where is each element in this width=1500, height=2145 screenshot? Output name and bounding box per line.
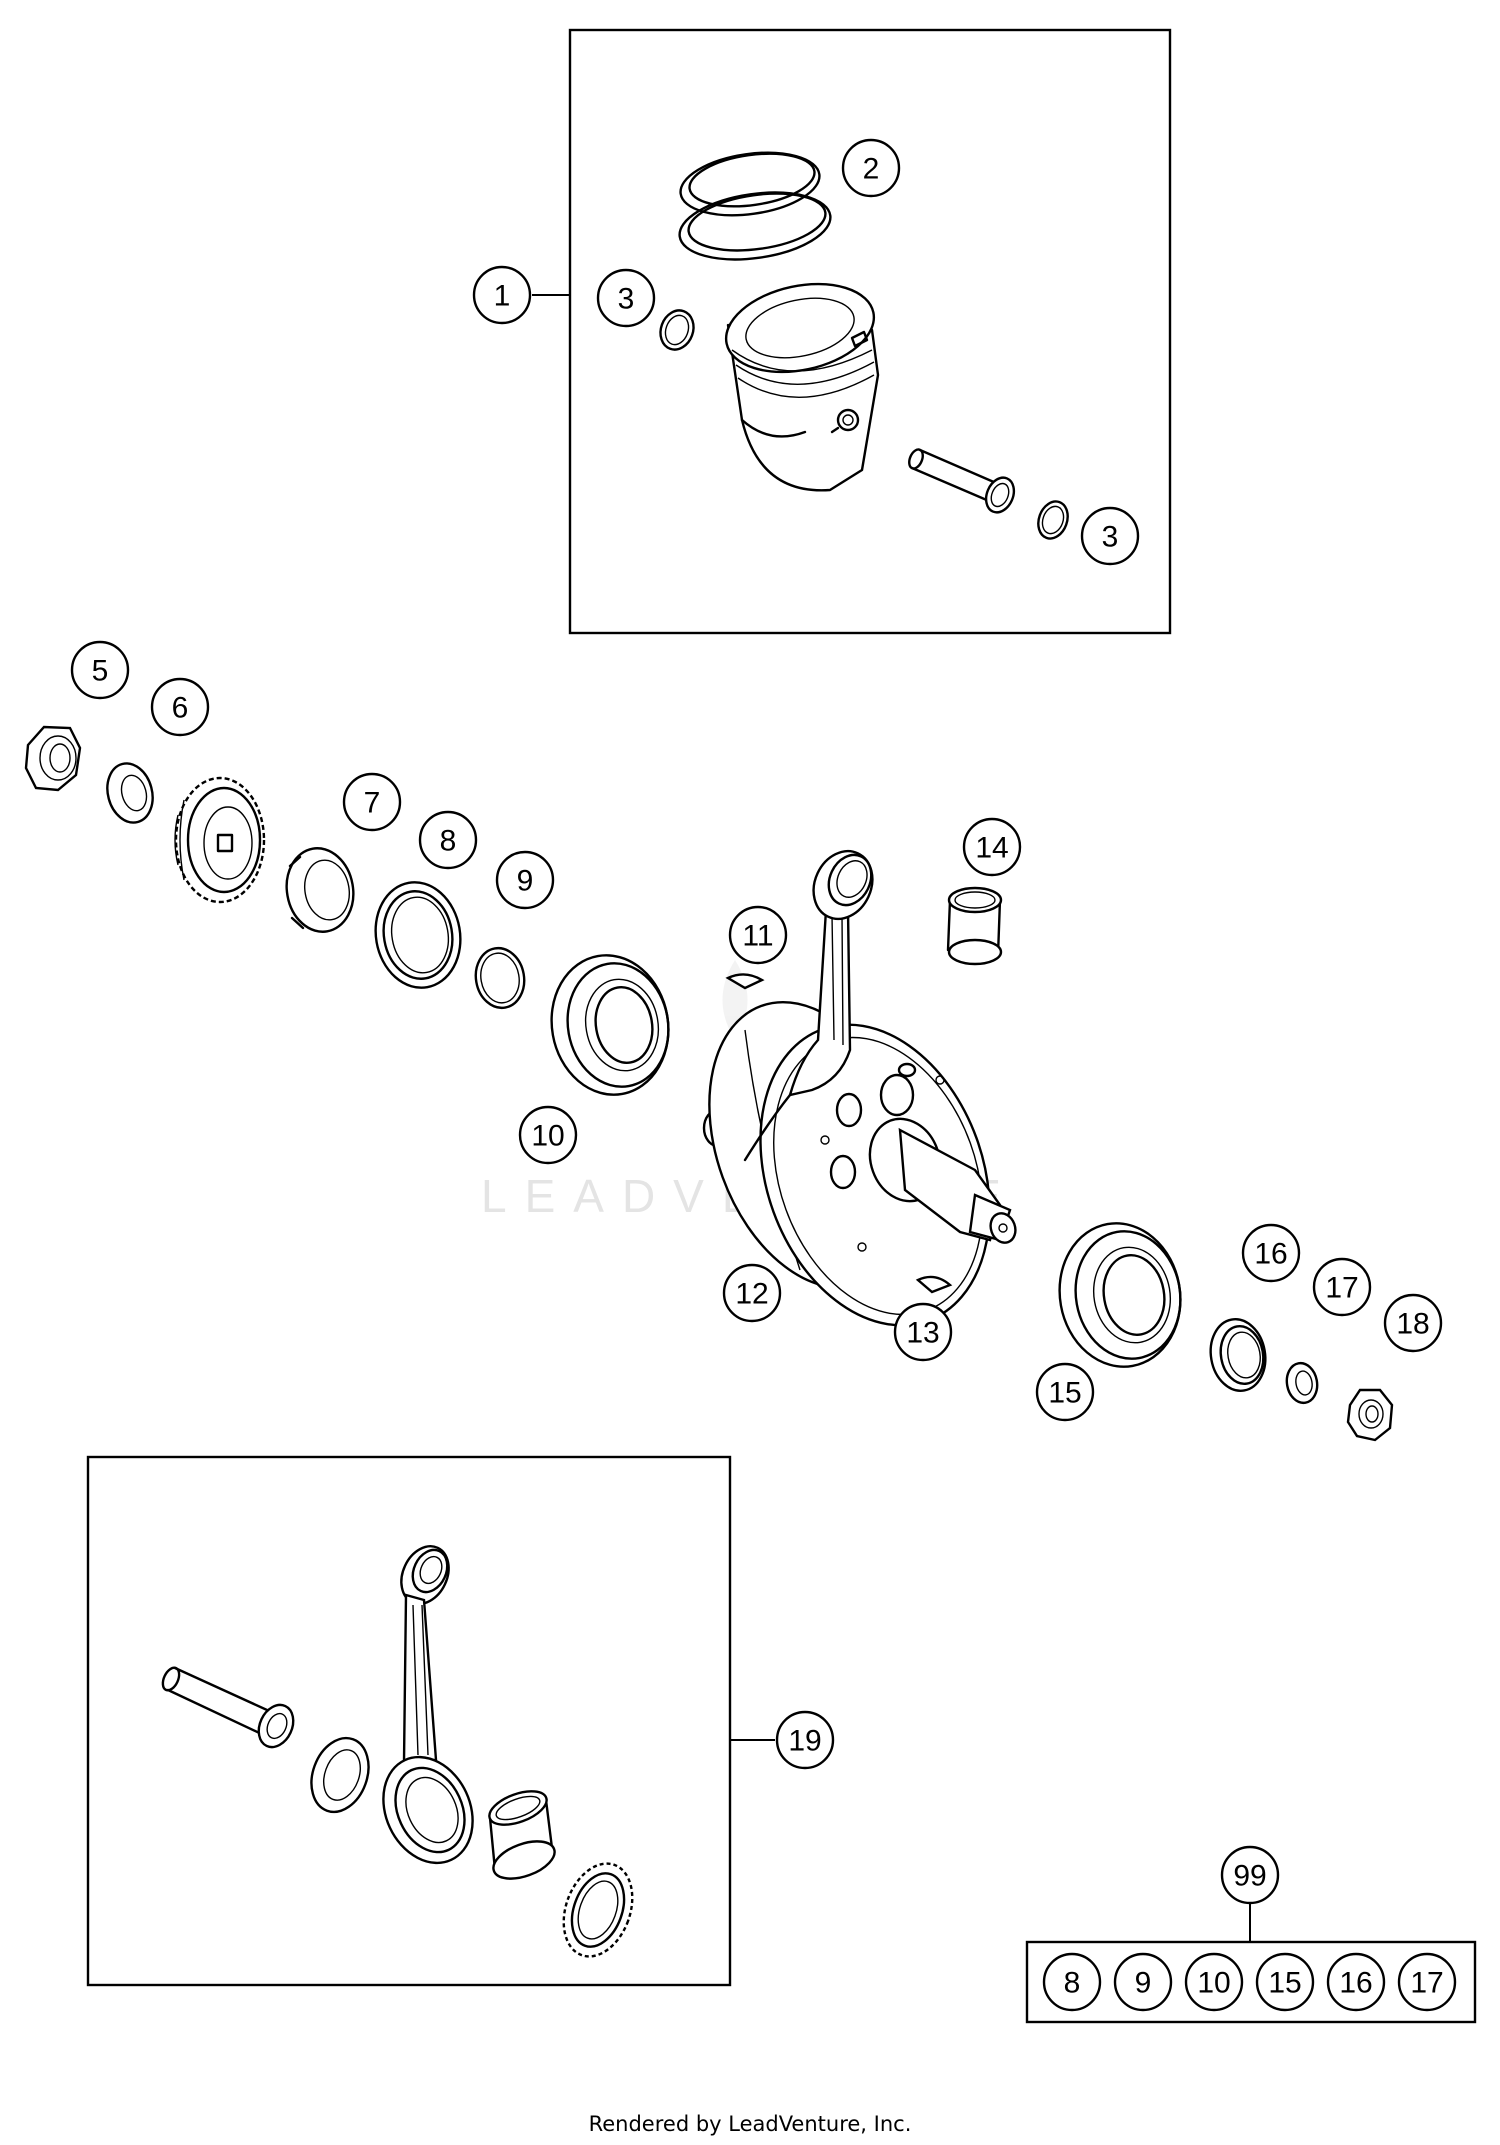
callout-19[interactable]: 19 <box>775 1710 835 1770</box>
primary-gear[interactable] <box>174 776 266 904</box>
callout-5[interactable]: 5 <box>70 640 130 700</box>
conrod-kit-thrust-disc[interactable] <box>552 1854 645 1966</box>
callout-label: 1 <box>494 280 511 313</box>
piston-pin-circlip-right[interactable] <box>1033 497 1072 542</box>
callout-99[interactable]: 99 <box>1220 1845 1280 1905</box>
callout-8[interactable]: 8 <box>418 810 478 870</box>
piston[interactable] <box>718 271 882 492</box>
shaft-seal-right[interactable] <box>1205 1315 1271 1395</box>
shaft-seal-left[interactable] <box>367 876 468 995</box>
piston-rings[interactable] <box>675 145 834 269</box>
callout-1[interactable]: 1 <box>472 265 532 325</box>
callout-17[interactable]: 17 <box>1312 1257 1372 1317</box>
callout-label: 3 <box>618 283 635 316</box>
callout-7[interactable]: 7 <box>342 772 402 832</box>
callout-label: 13 <box>906 1317 939 1350</box>
callout-label: 9 <box>517 865 534 898</box>
kit-99-item-label: 16 <box>1339 1967 1372 2000</box>
callout-label: 3 <box>1102 521 1119 554</box>
piston-kit-box <box>568 28 1172 635</box>
o-ring[interactable] <box>471 944 529 1011</box>
callout-15[interactable]: 15 <box>1035 1362 1095 1422</box>
kit-99-item[interactable]: 16 <box>1326 1952 1386 2012</box>
callout-label: 5 <box>92 655 109 688</box>
ball-bearing-right[interactable] <box>1048 1214 1191 1377</box>
flange-nut[interactable] <box>1346 1388 1394 1442</box>
callout-3-left[interactable]: 3 <box>596 268 656 328</box>
needle-bearing-small-end[interactable] <box>946 886 1003 966</box>
callout-14[interactable]: 14 <box>962 817 1022 877</box>
conrod-kit-piston-pin[interactable] <box>160 1665 300 1753</box>
callout-label: 18 <box>1396 1308 1429 1341</box>
crankshaft[interactable] <box>672 973 1029 1357</box>
callout-label: 17 <box>1325 1272 1358 1305</box>
callout-label: 2 <box>863 153 880 186</box>
callout-label: 19 <box>788 1725 821 1758</box>
lock-washer[interactable] <box>1284 1361 1320 1406</box>
washer[interactable] <box>101 758 159 827</box>
callout-label: 8 <box>440 825 457 858</box>
kit-99-item-label: 9 <box>1135 1967 1152 2000</box>
callout-label: 11 <box>742 920 773 953</box>
spacer-ring[interactable] <box>280 843 360 937</box>
callout-13[interactable]: 13 <box>893 1302 953 1362</box>
woodruff-key-lower[interactable] <box>915 1275 953 1294</box>
kit-99-item[interactable]: 9 <box>1113 1952 1173 2012</box>
hex-nut[interactable] <box>24 725 82 792</box>
callout-label: 99 <box>1233 1860 1266 1893</box>
kit-99-item-label: 8 <box>1064 1967 1081 2000</box>
conrod-kit-connecting-rod[interactable] <box>367 1539 490 1878</box>
kit-99-item[interactable]: 17 <box>1397 1952 1457 2012</box>
footer-credit: Rendered by LeadVenture, Inc. <box>588 2112 912 2136</box>
kit-99-item[interactable]: 15 <box>1255 1952 1315 2012</box>
callout-6[interactable]: 6 <box>150 677 210 737</box>
piston-pin[interactable] <box>907 447 1019 516</box>
conrod-kit-box <box>86 1455 732 1987</box>
callout-11[interactable]: 11 <box>728 905 788 965</box>
callout-3-right[interactable]: 3 <box>1080 506 1140 566</box>
connecting-rod[interactable] <box>743 841 883 1162</box>
woodruff-key-upper[interactable] <box>725 973 765 990</box>
kit-99-item[interactable]: 10 <box>1184 1952 1244 2012</box>
callout-label: 7 <box>364 787 381 820</box>
callout-12[interactable]: 12 <box>722 1263 782 1323</box>
callout-2[interactable]: 2 <box>841 138 901 198</box>
callout-9[interactable]: 9 <box>495 850 555 910</box>
callout-16[interactable]: 16 <box>1241 1223 1301 1283</box>
conrod-kit-needle-bearing[interactable] <box>485 1785 560 1886</box>
callout-label: 16 <box>1254 1238 1287 1271</box>
kit-99-item[interactable]: 8 <box>1042 1952 1102 2012</box>
piston-pin-circlip-left[interactable] <box>655 306 699 355</box>
callout-label: 15 <box>1048 1377 1081 1410</box>
callout-10[interactable]: 10 <box>518 1105 578 1165</box>
kit-99-item-label: 10 <box>1197 1967 1230 2000</box>
callout-label: 12 <box>735 1278 768 1311</box>
callout-label: 10 <box>531 1120 564 1153</box>
kit-99-item-label: 15 <box>1268 1967 1301 2000</box>
kit-99-item-label: 17 <box>1410 1967 1443 2000</box>
conrod-kit-thrust-washer[interactable] <box>302 1730 379 1820</box>
kit-99-box <box>1025 1940 1477 2024</box>
callout-label: 6 <box>172 692 189 725</box>
ball-bearing-left[interactable] <box>541 946 680 1104</box>
callout-18[interactable]: 18 <box>1383 1293 1443 1353</box>
callout-label: 14 <box>975 832 1008 865</box>
